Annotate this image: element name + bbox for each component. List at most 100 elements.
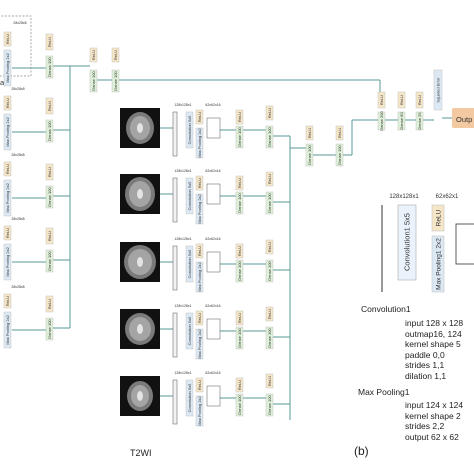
pool-block [195, 261, 204, 293]
relu-block [195, 310, 204, 326]
dense-block [397, 111, 406, 131]
feature-map [206, 183, 221, 205]
conv-block [185, 111, 194, 149]
relu-block-label: ReLU [379, 95, 384, 105]
branch-dims: 28x28x8 [11, 153, 24, 157]
pool-block [3, 243, 12, 281]
relu-block-label: ReLU [47, 299, 52, 309]
relu-block-label: ReLU [5, 228, 10, 238]
relu-block-label: ReLU [267, 108, 272, 118]
detail-pool-block [431, 235, 445, 293]
relu-block-label: ReLU [267, 242, 272, 252]
dense-block [45, 249, 54, 273]
dense-block-label: Dense 50 [399, 112, 404, 130]
dense-block-label: Dense 100 [307, 145, 312, 165]
output-label: Outp [456, 115, 472, 124]
dense-block-label: Dense 100 [237, 328, 242, 348]
conv-block-label: Convolution 5x5 [187, 115, 192, 144]
dense-block-label: Dense 100 [113, 71, 118, 91]
dense-block-label: Dense 100 [237, 395, 242, 415]
conv-block-label: Convolution 5x5 [187, 181, 192, 210]
dense-block-label: Dense 100 [237, 127, 242, 147]
branch-dims: 28x28x8 [11, 87, 24, 91]
relu-block [235, 377, 244, 393]
conv-param: strides 1,1 [405, 360, 445, 371]
relu-block [415, 91, 424, 109]
relu-block-label: ReLU [197, 246, 202, 256]
dims-label: 128x128x1 [174, 371, 191, 375]
dense-block-label: Dense 25 [417, 112, 422, 130]
branch-dims: 28x28x8 [11, 217, 24, 221]
dims-label: 62x62x16 [205, 237, 220, 241]
pool-block-label: Max Pooling 2x2 [5, 52, 10, 82]
pool-params-block: Max Pooling1 [358, 387, 410, 397]
pool-param-list: input 124 x 124 kernel shape 2 strides 2… [405, 400, 463, 442]
relu-block-label: ReLU [5, 34, 10, 44]
dense-block-label: Dense 100 [267, 328, 272, 348]
pool-block [3, 49, 12, 87]
relu-block-label: ReLU [197, 112, 202, 122]
detail-conv-label: Convolution1 5x5 [403, 213, 412, 271]
relu-block [235, 175, 244, 191]
relu-block-label: ReLU [237, 112, 242, 122]
relu-block-label: ReLU [237, 246, 242, 256]
dense-block-label: Dense 100 [47, 187, 52, 207]
pool-block [195, 127, 204, 159]
relu-block [265, 373, 274, 389]
detail-dims-out: 62x62x1 [436, 194, 459, 200]
conv-param: outmap16, 124 [405, 328, 462, 339]
dense-block [235, 326, 244, 350]
conv-params-block: Convolution1 [361, 304, 411, 314]
relu-block-label: ReLU [47, 167, 52, 177]
dense-block-label: Dense 100 [267, 127, 272, 147]
dense-block [377, 111, 386, 131]
relu-block [195, 243, 204, 259]
relu-block [3, 95, 12, 111]
dense-block-label: Dense 200 [379, 111, 384, 131]
dims-label: 62x62x16 [205, 103, 220, 107]
relu-block-label: ReLU [267, 174, 272, 184]
dense-block-label: Dense 100 [267, 193, 272, 213]
dense-block-label: Dense 100 [267, 261, 272, 281]
pool-block-label: Max Pooling 2x2 [197, 395, 202, 425]
dense-block [45, 317, 54, 341]
dense-block [415, 111, 424, 131]
dims-label: 62x62x16 [205, 371, 220, 375]
pool-block [195, 328, 204, 360]
relu-block-label: ReLU [113, 50, 118, 60]
relu-block [235, 243, 244, 259]
mri-ventricle [137, 391, 143, 401]
relu-block-label: ReLU [47, 231, 52, 241]
dense-block-label: Dense 100 [47, 121, 52, 141]
dense-block-label: Dense 100 [47, 319, 52, 339]
relu-block [195, 109, 204, 125]
relu-block [45, 33, 54, 51]
feature-map [206, 385, 221, 407]
pool-block [3, 311, 12, 349]
pool-block-label: Max Pooling 2x2 [5, 246, 10, 276]
dense-block [265, 326, 274, 350]
dense-block [265, 191, 274, 215]
pool-param: output 62 x 62 [405, 431, 459, 442]
pool-block [195, 395, 204, 427]
relu-block-label: ReLU [5, 296, 10, 306]
relu-block [111, 47, 120, 63]
relu-block [397, 91, 406, 109]
dense-block [305, 143, 314, 167]
relu-block [235, 310, 244, 326]
relu-block [235, 109, 244, 125]
input-slab [172, 111, 178, 157]
relu-block [45, 163, 54, 181]
conv-block [185, 312, 194, 350]
dense-block [235, 259, 244, 283]
dense-block [335, 143, 344, 167]
relu-block-label: ReLU [5, 98, 10, 108]
detail-conv-block [397, 204, 417, 281]
relu-block [3, 31, 12, 47]
image-caption: T2WI [130, 448, 152, 458]
